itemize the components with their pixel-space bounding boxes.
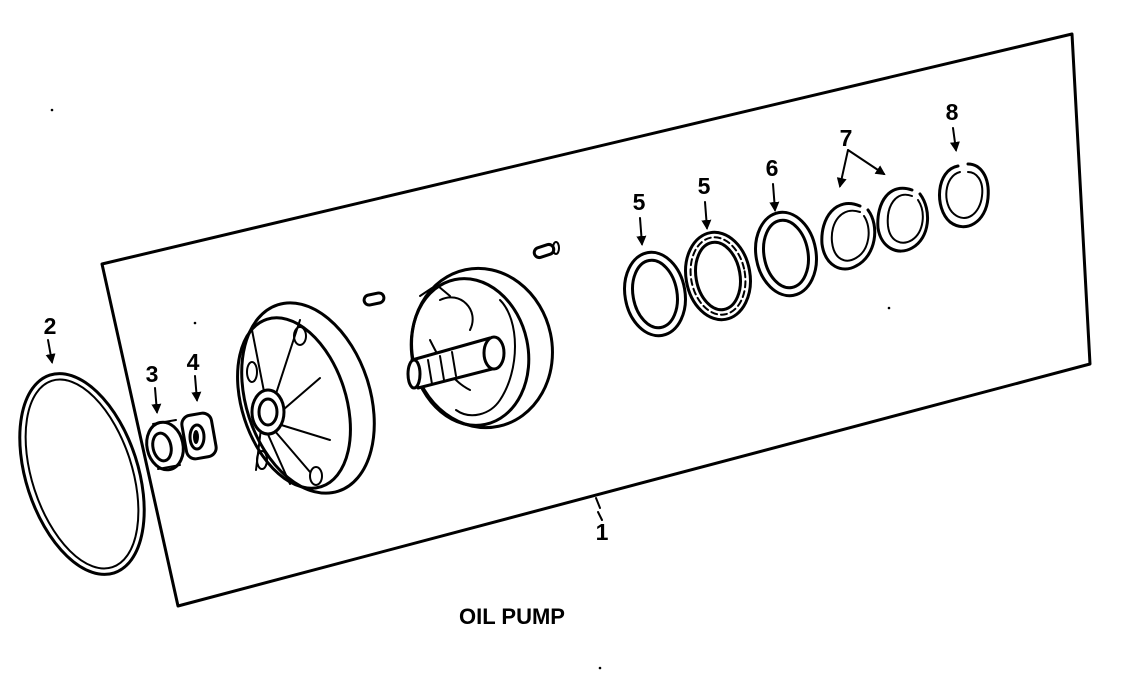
assembly-frame bbox=[100, 32, 1092, 608]
part-5-thrust-washer bbox=[623, 250, 687, 338]
callout-5-washer: 5 bbox=[633, 189, 646, 215]
callout-2: 2 bbox=[44, 313, 57, 339]
part-6-washer bbox=[754, 210, 818, 298]
part-2-seal-ring bbox=[18, 372, 146, 576]
callout-5-bearing: 5 bbox=[698, 173, 711, 199]
diagram-caption: OIL PUMP bbox=[459, 604, 565, 629]
part-7-seal-ring-a bbox=[820, 202, 877, 271]
callout-1: 1 bbox=[596, 519, 609, 545]
part-5-thrust-bearing bbox=[684, 230, 752, 322]
callout-6: 6 bbox=[766, 155, 779, 181]
callout-4: 4 bbox=[187, 349, 200, 375]
part-8-snap-ring bbox=[938, 162, 990, 229]
part-3-seal bbox=[145, 419, 185, 472]
speck-marks bbox=[50, 108, 891, 670]
callout-7: 7 bbox=[840, 125, 853, 151]
pump-shaft bbox=[406, 335, 506, 390]
pump-body bbox=[236, 301, 376, 495]
cover-bolt bbox=[532, 241, 560, 260]
alignment-pin bbox=[362, 291, 386, 307]
leader-lines bbox=[45, 127, 960, 521]
callout-3: 3 bbox=[146, 361, 159, 387]
part-7-seal-ring-b bbox=[876, 186, 930, 253]
callout-8: 8 bbox=[946, 99, 959, 125]
part-4-bushing bbox=[180, 411, 218, 461]
